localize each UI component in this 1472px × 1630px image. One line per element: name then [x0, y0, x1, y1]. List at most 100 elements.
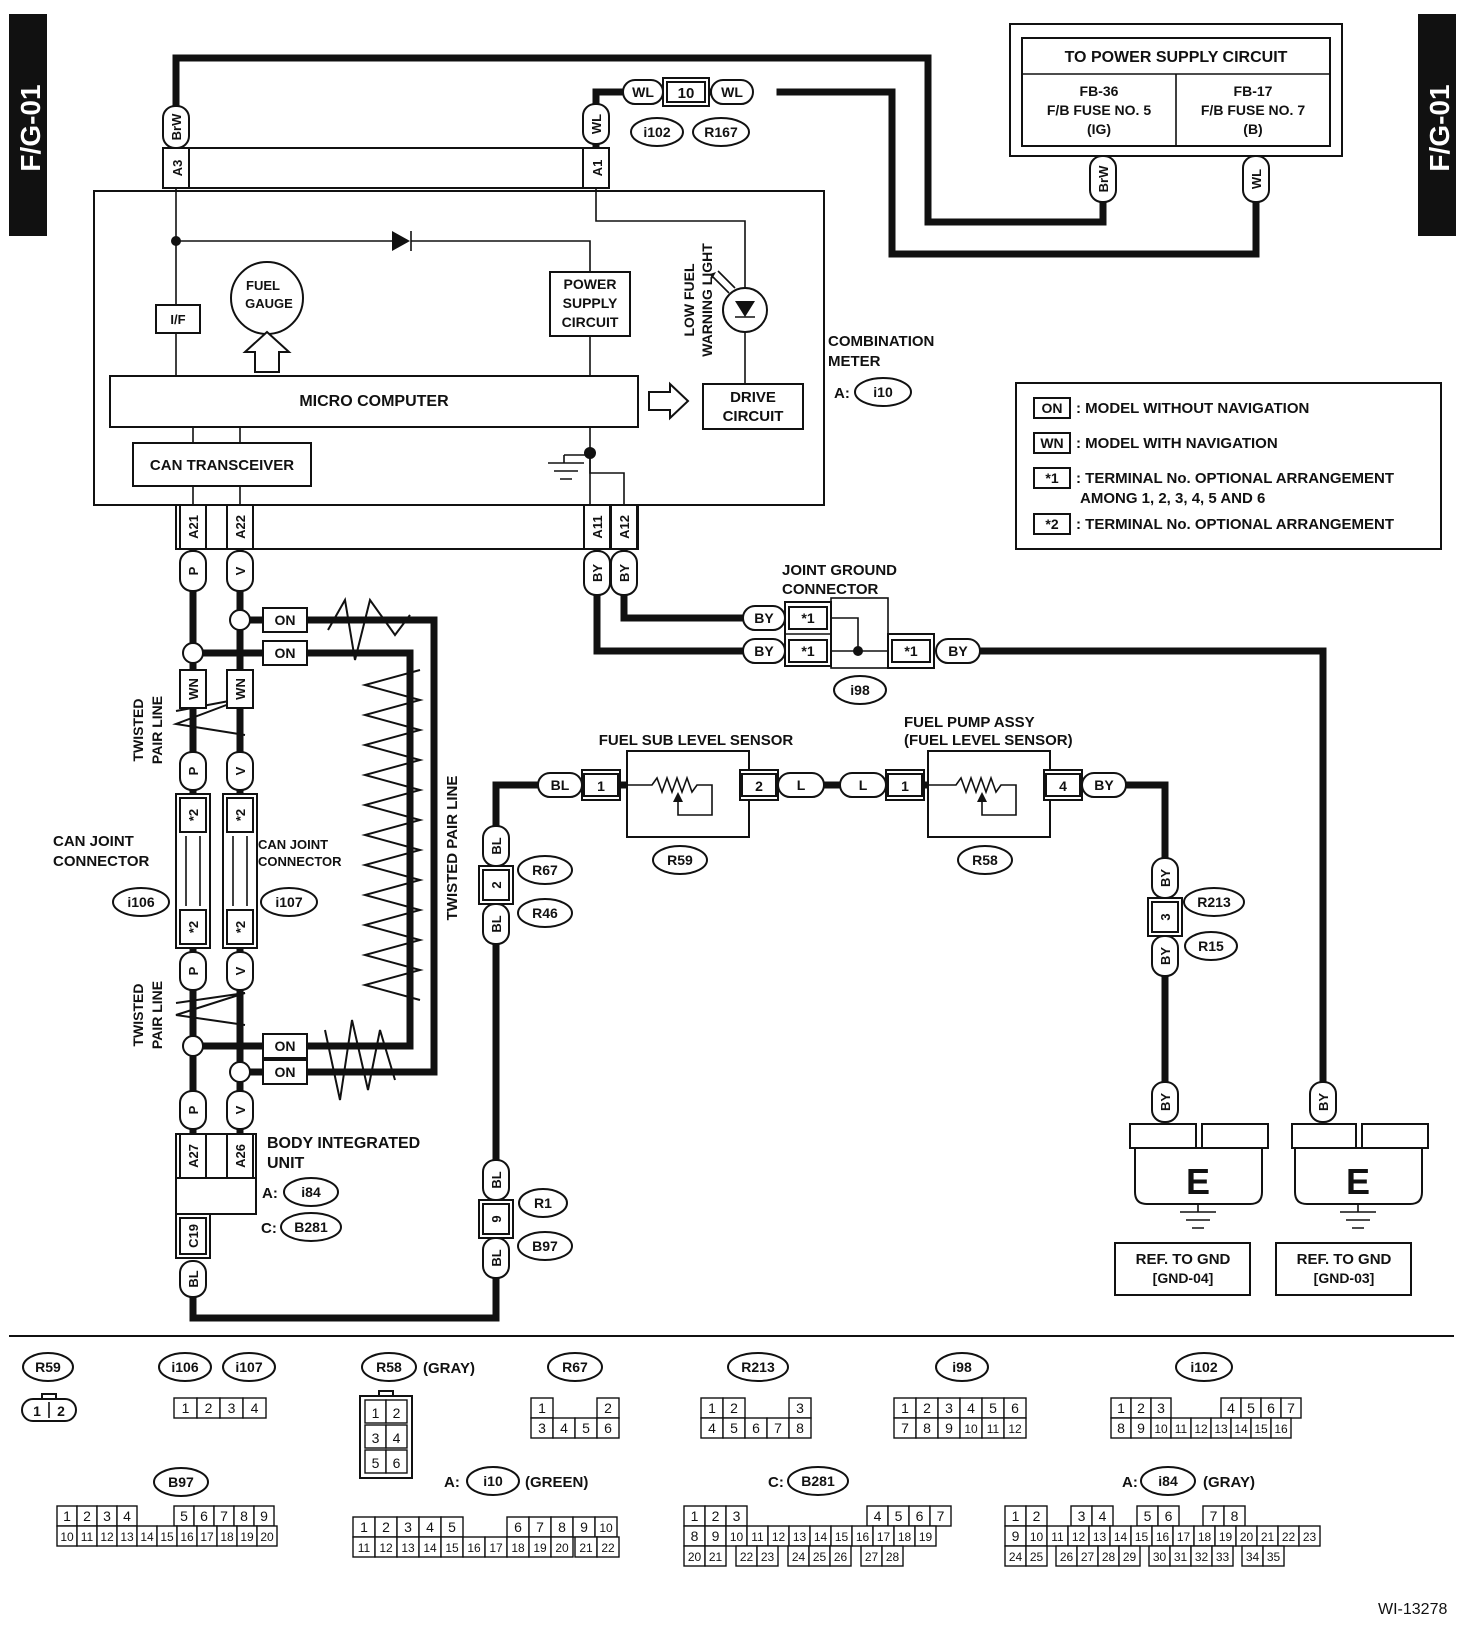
pump-title1: FUEL PUMP ASSY	[904, 714, 1035, 731]
face-b97-name: B97	[168, 1474, 194, 1490]
i84-pin-13: 13	[1093, 1530, 1107, 1544]
i10-pin-14: 14	[423, 1541, 437, 1555]
wire-wl-b: WL	[721, 84, 743, 100]
i10-pin-4: 4	[426, 1519, 434, 1535]
i102-pin-16: 16	[1274, 1422, 1288, 1436]
face-i102-name: i102	[1190, 1359, 1217, 1375]
gnd03-wire-by: BY	[1316, 1093, 1331, 1111]
i84-pin-4: 4	[1099, 1508, 1107, 1524]
power-supply-title: TO POWER SUPPLY CIRCUIT	[1065, 49, 1288, 66]
i98-pin-5: 5	[989, 1400, 997, 1416]
wire-v-1: V	[233, 566, 248, 575]
b281-pin-10: 10	[730, 1530, 744, 1544]
b281-pin-16: 16	[856, 1530, 870, 1544]
b97-pin-11: 11	[81, 1530, 94, 1544]
gnd03-ref1: REF. TO GND	[1297, 1251, 1392, 1268]
twisted-2-line2: PAIR LINE	[149, 981, 165, 1049]
face-i84-note: (GRAY)	[1203, 1474, 1255, 1491]
i98-pin-7: 7	[901, 1420, 909, 1436]
wire-brw-meter: BrW	[169, 113, 184, 140]
wire-p-3: P	[186, 966, 201, 975]
i84-pin-17: 17	[1177, 1530, 1191, 1544]
pin-cell	[1003, 1417, 1027, 1439]
inline-c-pin: 9	[489, 1215, 504, 1222]
i84-pin-32: 32	[1195, 1550, 1209, 1564]
pump-title2: (FUEL LEVEL SENSOR)	[904, 732, 1073, 749]
pin-a21: A21	[186, 515, 201, 539]
r58-pin-1: 1	[372, 1405, 380, 1421]
b97-pin-20: 20	[260, 1530, 274, 1544]
r213-pin-1: 1	[708, 1400, 716, 1416]
i102-pin-10: 10	[1154, 1422, 1168, 1436]
face-b281-name: B281	[801, 1473, 835, 1489]
i84-pin-35: 35	[1267, 1550, 1281, 1564]
b281-pin-9: 9	[712, 1528, 720, 1544]
i84-pin-9: 9	[1012, 1528, 1020, 1544]
pump-pin4: 4	[1059, 778, 1067, 794]
b97-pin-7: 7	[220, 1508, 228, 1524]
wn-tag-2: WN	[233, 678, 248, 700]
legend-text-on: : MODEL WITHOUT NAVIGATION	[1076, 400, 1309, 417]
wire-v-2: V	[233, 766, 248, 775]
can-joint-left-2: CONNECTOR	[53, 853, 150, 870]
joint-ground-title2: CONNECTOR	[782, 581, 879, 598]
bl-tag-4: BL	[489, 1249, 504, 1266]
fuse2-line1: FB-17	[1234, 83, 1273, 99]
b281-pin-14: 14	[814, 1530, 828, 1544]
r213-pin-4: 4	[708, 1420, 716, 1436]
side-tab-left: F/G-01	[9, 14, 47, 236]
i10-pin-7: 7	[536, 1519, 544, 1535]
b97-pin-2: 2	[83, 1508, 91, 1524]
r58-pin-6: 6	[393, 1455, 401, 1471]
r213-pin-7: 7	[774, 1420, 782, 1436]
i84-pin-26: 26	[1060, 1550, 1074, 1564]
i10-pin-8: 8	[558, 1519, 566, 1535]
pin-cell	[1025, 1545, 1048, 1567]
i84-pin-1: 1	[1012, 1508, 1020, 1524]
i84-pin-28: 28	[1102, 1550, 1116, 1564]
face-i106-name: i106	[171, 1359, 198, 1375]
legend-text-star1-2: AMONG 1, 2, 3, 4, 5 AND 6	[1080, 490, 1265, 507]
pin-cell	[704, 1545, 727, 1567]
r67-pin-5: 5	[582, 1420, 590, 1436]
jg-wire-by-1: BY	[754, 610, 774, 626]
i10-pin-22: 22	[601, 1541, 615, 1555]
pin-a27: A27	[186, 1144, 201, 1168]
b281-pin-2: 2	[712, 1508, 720, 1524]
i10-pin-10: 10	[599, 1521, 613, 1535]
face-r58-name: R58	[376, 1359, 402, 1375]
i84-pin-12: 12	[1072, 1530, 1086, 1544]
b281-pin-15: 15	[835, 1530, 849, 1544]
gnd04-wire-by: BY	[1158, 1093, 1173, 1111]
conn-i106: i106	[127, 894, 154, 910]
pin-cell	[1118, 1545, 1141, 1567]
i102-pin-13: 13	[1214, 1422, 1228, 1436]
wire-by-a12: BY	[617, 564, 632, 582]
i106-pin-4: 4	[251, 1400, 259, 1416]
b281-pin-23: 23	[761, 1550, 775, 1564]
b281-pin-6: 6	[916, 1508, 924, 1524]
i102-pin-1: 1	[1117, 1400, 1125, 1416]
wire-wl-a: WL	[632, 84, 654, 100]
i84-pin-10: 10	[1030, 1530, 1044, 1544]
side-tab-right-label: F/G-01	[1424, 84, 1455, 171]
can-joint-right-1: CAN JOINT	[258, 837, 328, 852]
face-i98-name: i98	[952, 1359, 972, 1375]
i84-pin-27: 27	[1081, 1550, 1095, 1564]
face-i10-name: i10	[483, 1473, 503, 1489]
i10-pin-2: 2	[382, 1519, 390, 1535]
conn-r213: R213	[1197, 894, 1231, 910]
b281-pin-5: 5	[895, 1508, 903, 1524]
twisted-1-line1: TWISTED	[130, 699, 146, 762]
i98-pin-3: 3	[945, 1400, 953, 1416]
i98-pin-9: 9	[945, 1420, 953, 1436]
i84-pin-8: 8	[1231, 1508, 1239, 1524]
b97-pin-6: 6	[200, 1508, 208, 1524]
b281-pin-11: 11	[751, 1530, 764, 1544]
b281-pin-3: 3	[733, 1508, 741, 1524]
cj1-star2-b: *2	[186, 921, 201, 933]
ground-gnd04: BY E REF. TO GND [GND-04]	[1114, 1081, 1269, 1296]
